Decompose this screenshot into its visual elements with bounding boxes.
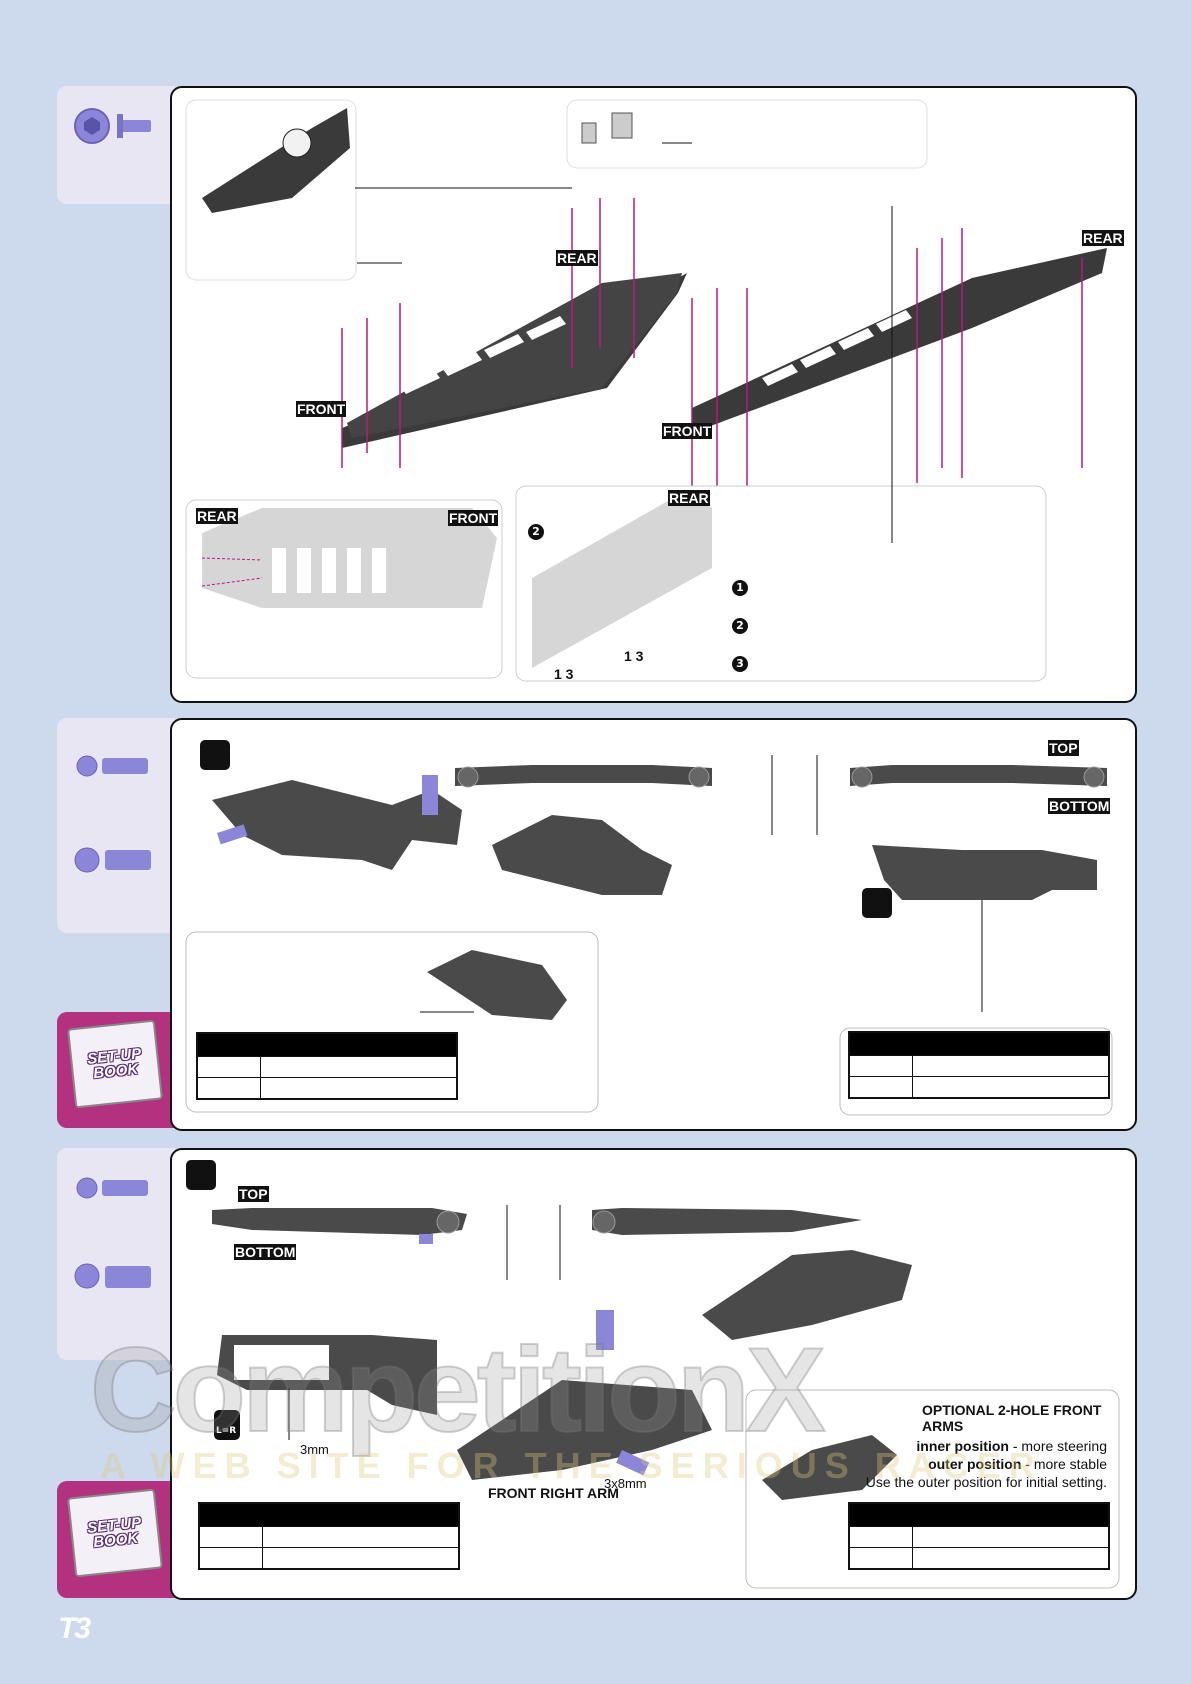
label-top-3: TOP (238, 1186, 269, 1202)
settings-table-3a (198, 1502, 460, 1570)
t3-logo: T3 (58, 1612, 91, 1645)
label-front-2: FRONT (662, 423, 713, 439)
inner-position-text: inner position - more steering (916, 1438, 1107, 1454)
callout-13-b: 1 3 (624, 648, 644, 664)
label-front-3: FRONT (448, 510, 499, 526)
setup-book-icon-3: SET-UP BOOK (67, 1488, 163, 1578)
step-number-3: 3 (732, 656, 748, 672)
label-top-2: TOP (1048, 740, 1079, 756)
outer-position-rest: - more stable (1021, 1456, 1107, 1472)
chassis-illustration (185, 99, 1107, 682)
front-right-arm-label: FRONT RIGHT ARM (488, 1485, 619, 1501)
section-1-panel: REAR FRONT FRONT REAR REAR FRONT REAR 2 … (170, 86, 1137, 703)
inner-position-rest: - more steering (1008, 1438, 1107, 1454)
optional-title: OPTIONAL 2-HOLE FRONT ARMS (922, 1402, 1102, 1434)
settings-table-2b (848, 1031, 1110, 1099)
setup-tab-3: SET-UP BOOK (57, 1481, 175, 1598)
step-number-1: 1 (732, 580, 748, 596)
dimension-3mm: 3mm (300, 1442, 329, 1457)
outer-position-text: outer position - more stable (928, 1456, 1107, 1472)
front-arms-illustration (212, 1205, 1120, 1589)
settings-table-2a (196, 1032, 458, 1100)
settings-table-3b (848, 1502, 1110, 1570)
label-rear-3: REAR (196, 508, 238, 524)
label-rear-2: REAR (1082, 230, 1124, 246)
callout-2-small: 2 (528, 524, 544, 540)
label-rear-1: REAR (556, 250, 598, 266)
dimension-3x8mm: 3x8mm (604, 1476, 647, 1491)
label-bottom-3: BOTTOM (234, 1244, 297, 1260)
callout-13-a: 1 3 (554, 666, 574, 682)
step-tab-1 (57, 86, 175, 204)
screw-icons (74, 108, 151, 144)
inner-position-bold: inner position (916, 1438, 1009, 1454)
section-2-panel: TOP BOTTOM (170, 718, 1137, 1131)
setup-book-icon: SET-UP BOOK (67, 1019, 163, 1109)
label-front-1: FRONT (296, 401, 347, 417)
part-icons-3 (74, 1177, 151, 1289)
label-bottom-2: BOTTOM (1048, 798, 1111, 814)
setup-tab-2: SET-UP BOOK (57, 1012, 175, 1128)
part-icons (74, 755, 151, 873)
label-rear-4: REAR (668, 490, 710, 506)
step-badge-lr: L=R (214, 1410, 240, 1440)
initial-setting-note: Use the outer position for initial setti… (865, 1474, 1107, 1490)
outer-position-bold: outer position (928, 1456, 1022, 1472)
step-tab-2 (57, 718, 175, 933)
step-badge-2b (862, 888, 892, 918)
step-tab-3 (57, 1148, 175, 1360)
step-badge-3 (186, 1160, 216, 1190)
step-number-2: 2 (732, 618, 748, 634)
section-3-panel: TOP BOTTOM L=R 3mm 3x8mm FRONT RIGHT ARM… (170, 1148, 1137, 1600)
step-badge-2 (200, 740, 230, 770)
lr-label: L=R (216, 1426, 237, 1436)
